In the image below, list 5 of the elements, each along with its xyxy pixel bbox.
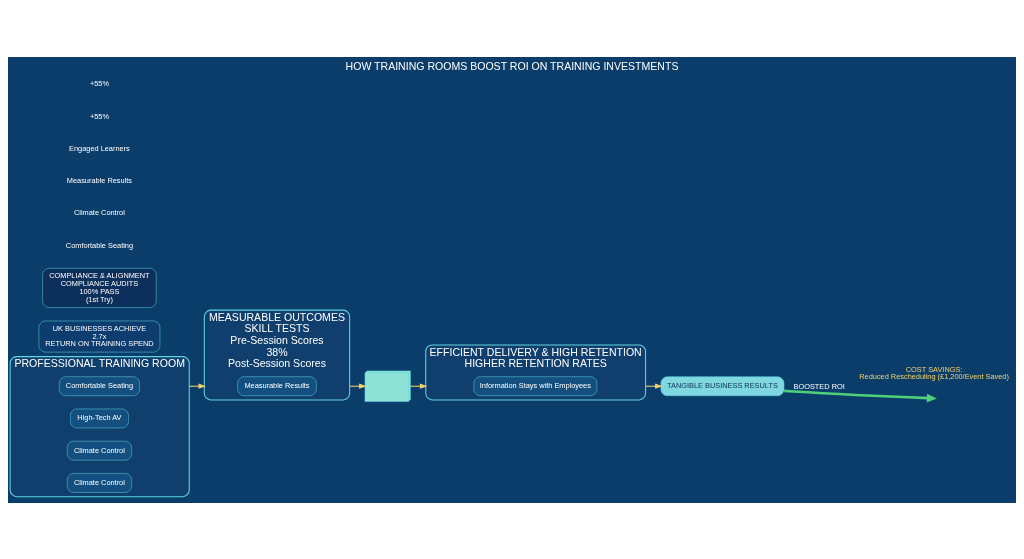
diagram-title: HOW TRAINING ROOMS BOOST ROI ON TRAINING INVESTMENTS (345, 59, 679, 72)
arrow (188, 383, 206, 389)
arrow (409, 383, 428, 389)
arrow (784, 389, 937, 402)
arrow (349, 383, 367, 389)
